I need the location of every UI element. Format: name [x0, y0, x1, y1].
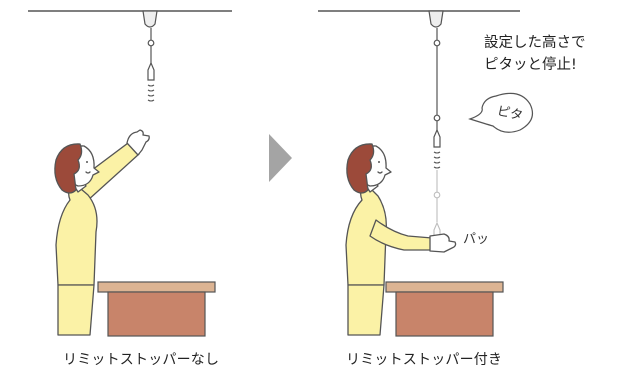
left-person-body	[55, 182, 98, 286]
caption-without-stopper: リミットストッパーなし	[63, 352, 220, 368]
speech-bubble-shape	[468, 92, 533, 133]
sound-effect-text: パッ	[463, 232, 489, 247]
left-ceiling-fixture	[142, 10, 158, 28]
transition-arrow-icon	[269, 134, 292, 182]
left-panel	[28, 10, 232, 337]
right-ghost-cord	[433, 170, 441, 239]
left-cord-coils	[147, 84, 155, 102]
left-person-pants	[57, 284, 95, 336]
stop-annotation-line1: 設定した高さで	[484, 35, 586, 51]
speech-bubble-text: ピタ	[496, 104, 525, 124]
stop-annotation: 設定した高さで ピタッと停止!	[484, 32, 586, 76]
stop-annotation-line2: ピタッと停止!	[484, 57, 577, 73]
right-table-top	[385, 281, 504, 293]
caption-with-stopper: リミットストッパー付き	[346, 352, 503, 368]
right-person-hand	[429, 233, 457, 253]
right-person	[345, 143, 457, 336]
right-cord-coils	[433, 151, 441, 169]
right-cord-ring	[433, 39, 441, 47]
left-person	[54, 129, 150, 336]
left-table-body	[107, 291, 206, 337]
right-stopper-ring	[433, 114, 441, 122]
left-cord-ring	[147, 39, 155, 47]
left-table	[97, 281, 216, 337]
right-person-pants	[347, 284, 385, 336]
left-cord-handle	[147, 61, 155, 81]
right-table-body	[395, 291, 494, 337]
left-person-hand	[126, 129, 150, 156]
right-person-hair	[346, 143, 375, 194]
speech-bubble	[468, 92, 533, 133]
right-cord-handle	[433, 128, 441, 148]
left-table-top	[97, 281, 216, 293]
right-table	[385, 281, 504, 337]
left-person-hair	[54, 143, 83, 194]
right-panel: ピタ パッ	[318, 10, 533, 337]
right-ceiling-fixture	[428, 10, 444, 28]
